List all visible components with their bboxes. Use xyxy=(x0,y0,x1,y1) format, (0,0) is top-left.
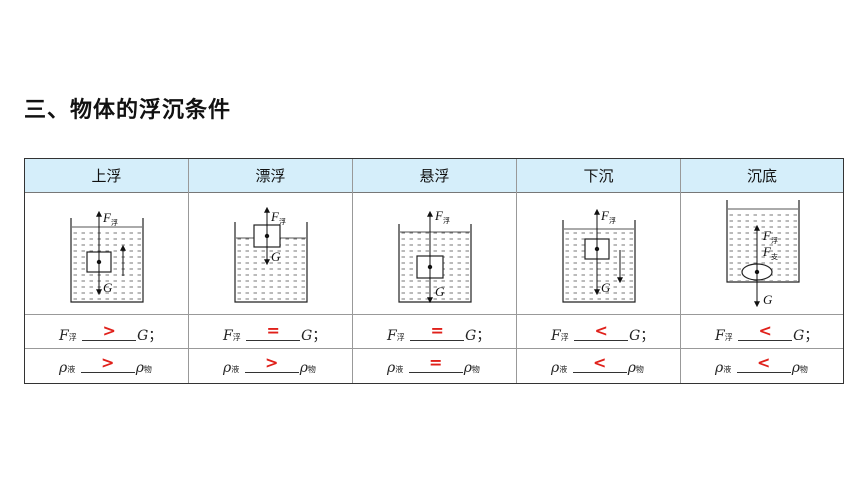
diagram-chendi: F 浮 F 支 G xyxy=(726,200,800,308)
density-row-shangfu: ρ液 >ρ物 xyxy=(59,353,152,377)
force-row-shangfu: F浮 >G； xyxy=(59,321,163,345)
svg-text:F: F xyxy=(600,208,610,223)
svg-text:F: F xyxy=(762,244,772,259)
answer-force-piaofu[interactable]: = xyxy=(246,322,301,341)
svg-text:F: F xyxy=(434,208,444,223)
diagram-shangfu: F 浮 G xyxy=(70,210,144,303)
svg-text:浮: 浮 xyxy=(609,216,616,225)
svg-text:G: G xyxy=(103,280,113,295)
answer-force-xiachen[interactable]: < xyxy=(574,322,629,341)
svg-text:F: F xyxy=(762,228,772,243)
answer-density-shangfu[interactable]: > xyxy=(80,354,135,373)
svg-text:浮: 浮 xyxy=(771,236,778,245)
svg-text:G: G xyxy=(763,292,773,307)
svg-text:G: G xyxy=(601,280,611,295)
header-shangfu: 上浮 xyxy=(91,167,122,185)
header-xiachen: 下沉 xyxy=(583,167,614,185)
force-row-piaofu: F浮 =G； xyxy=(223,321,327,345)
answer-density-xuanfu[interactable]: = xyxy=(408,354,463,373)
diagram-xuanfu: F 浮 G xyxy=(398,208,472,304)
svg-text:浮: 浮 xyxy=(443,216,450,225)
answer-density-chendi[interactable]: < xyxy=(736,354,791,373)
svg-text:G: G xyxy=(271,249,281,264)
answer-force-chendi[interactable]: < xyxy=(738,322,793,341)
answer-force-xuanfu[interactable]: = xyxy=(410,322,465,341)
answer-density-piaofu[interactable]: > xyxy=(244,354,299,373)
diagram-xiachen: F 浮 G xyxy=(562,208,636,303)
density-row-xiachen: ρ液 <ρ物 xyxy=(551,353,644,377)
header-xuanfu: 悬浮 xyxy=(419,167,450,185)
svg-text:浮: 浮 xyxy=(111,218,118,227)
force-row-xuanfu: F浮 =G； xyxy=(387,321,491,345)
answer-force-shangfu[interactable]: > xyxy=(82,322,137,341)
svg-text:浮: 浮 xyxy=(279,217,286,226)
table-header-row: 上浮 漂浮 悬浮 下沉 沉底 xyxy=(25,159,843,193)
force-row-chendi: F浮 <G； xyxy=(715,321,819,345)
density-row-piaofu: ρ液 >ρ物 xyxy=(223,353,316,377)
answer-density-xiachen[interactable]: < xyxy=(572,354,627,373)
header-chendi: 沉底 xyxy=(746,167,777,185)
svg-text:F: F xyxy=(270,209,280,224)
svg-text:G: G xyxy=(435,284,445,299)
force-row-xiachen: F浮 <G； xyxy=(551,321,655,345)
section-title: 三、物体的浮沉条件 xyxy=(24,98,232,123)
buoyancy-conditions-table: 上浮 漂浮 悬浮 下沉 沉底 F 浮 G xyxy=(24,158,844,384)
density-row-xuanfu: ρ液 =ρ物 xyxy=(387,353,480,377)
label-F: F xyxy=(102,210,112,225)
diagram-piaofu: F 浮 G xyxy=(234,206,308,303)
svg-text:支: 支 xyxy=(771,252,778,261)
density-row-chendi: ρ液 <ρ物 xyxy=(715,353,808,377)
header-piaofu: 漂浮 xyxy=(255,167,286,185)
